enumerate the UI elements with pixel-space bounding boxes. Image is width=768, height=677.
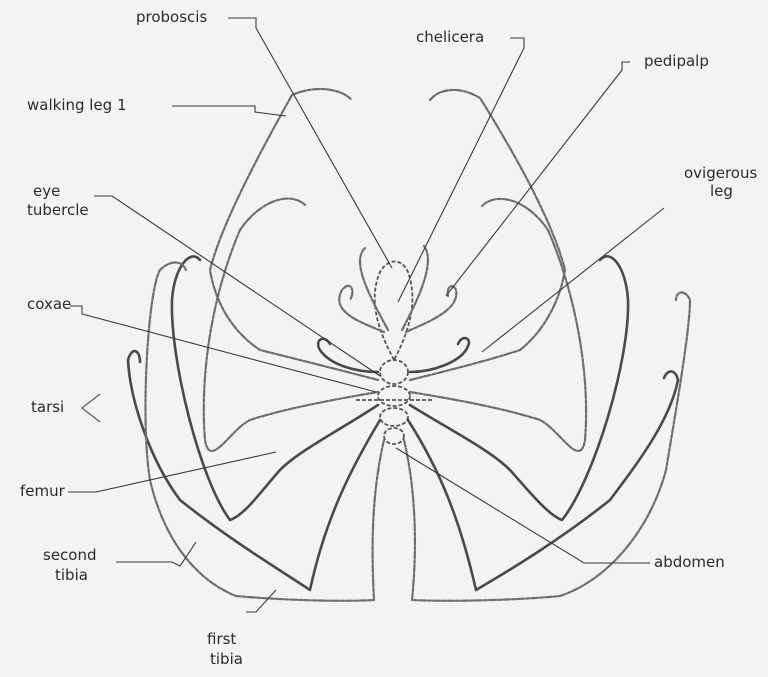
proboscis-shape bbox=[375, 262, 413, 361]
pedipalps-shape bbox=[339, 286, 456, 332]
label-tarsi: tarsi bbox=[31, 398, 64, 416]
label-coxae: coxae bbox=[27, 295, 71, 313]
label-proboscis: proboscis bbox=[136, 8, 207, 26]
label-first-tibia: tibia bbox=[210, 650, 243, 668]
labels: proboscis chelicera pedipalp walking leg… bbox=[20, 8, 757, 668]
ovigerous-legs bbox=[318, 338, 469, 372]
label-first: first bbox=[207, 630, 236, 648]
sea-spider-drawing bbox=[128, 89, 690, 601]
label-eye-tubercle: tubercle bbox=[27, 201, 89, 219]
label-femur: femur bbox=[20, 482, 66, 500]
chelicerae-shape bbox=[360, 246, 428, 330]
label-walking-leg-1: walking leg 1 bbox=[27, 96, 127, 114]
label-chelicera: chelicera bbox=[416, 28, 484, 46]
walking-legs bbox=[128, 89, 690, 601]
label-pedipalp: pedipalp bbox=[644, 52, 709, 70]
label-ovigerous-leg: leg bbox=[710, 182, 733, 200]
label-second: second bbox=[43, 546, 97, 564]
label-eye: eye bbox=[33, 182, 60, 200]
label-abdomen: abdomen bbox=[654, 553, 725, 571]
label-second-tibia: tibia bbox=[55, 566, 88, 584]
label-ovigerous: ovigerous bbox=[684, 164, 757, 182]
